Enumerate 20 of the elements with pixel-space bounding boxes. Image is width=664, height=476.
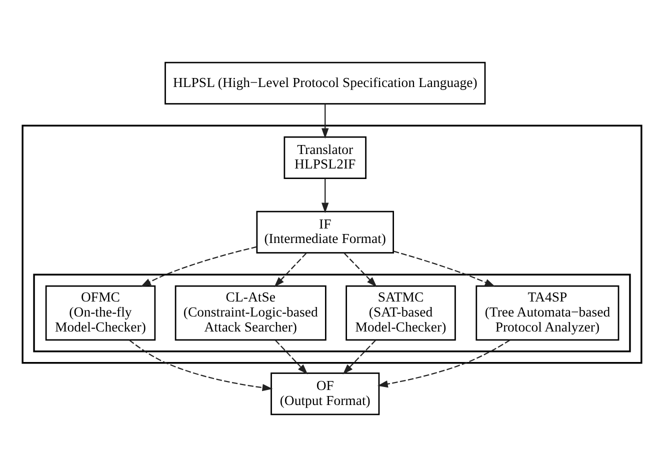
arrow xyxy=(344,252,377,287)
node-box: HLPSL (High−Level Protocol Specification Language) xyxy=(164,61,486,104)
node-box: OFMC (On-the-fly Model-Checker) xyxy=(45,284,156,340)
arrow xyxy=(275,339,308,374)
node-box: IF (Intermediate Format) xyxy=(256,210,394,254)
arrow xyxy=(128,339,273,391)
arrow xyxy=(140,246,257,286)
node-box: SATMC (SAT-based Model-Checker) xyxy=(346,284,456,340)
node-box: Translator HLPSL2IF xyxy=(284,136,366,179)
cluster xyxy=(22,124,642,364)
node-box: OF (Output Format) xyxy=(270,372,380,415)
arrow xyxy=(274,252,307,287)
arrow xyxy=(322,178,329,213)
arrow xyxy=(342,339,376,374)
arrow xyxy=(393,250,496,286)
cluster xyxy=(33,273,631,352)
arrow xyxy=(378,339,510,388)
arrow xyxy=(322,104,329,138)
node-box: TA4SP (Tree Automata−based Protocol Analyzer) xyxy=(476,284,620,340)
node-box: CL-AtSe (Constraint-Logic-based Attack Searcher) xyxy=(174,284,326,340)
